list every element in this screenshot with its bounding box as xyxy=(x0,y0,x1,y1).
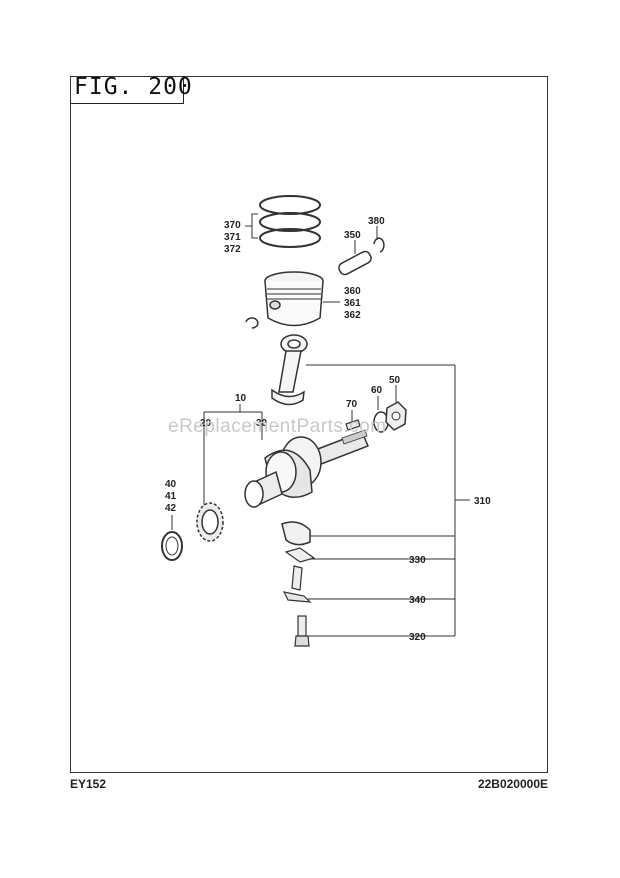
callout-340: 340 xyxy=(409,595,426,606)
ring-callout-lines xyxy=(245,213,258,239)
callout-380: 380 xyxy=(368,216,385,227)
connecting-rod-bolt xyxy=(294,615,455,647)
crank-gear xyxy=(196,502,224,542)
callout-330: 330 xyxy=(409,555,426,566)
callout-60: 60 xyxy=(371,385,383,396)
callout-50: 50 xyxy=(389,375,401,386)
piston-rings xyxy=(259,195,321,248)
callout-361: 361 xyxy=(344,298,361,309)
callout-30: 30 xyxy=(256,418,268,429)
watermark: eReplacementParts.com xyxy=(168,416,387,437)
spacer-ring xyxy=(161,515,183,561)
callout-42: 42 xyxy=(165,503,177,514)
circlip-upper xyxy=(373,226,385,253)
callout-372: 372 xyxy=(224,244,241,255)
lock-plate xyxy=(284,547,455,563)
callout-20: 20 xyxy=(200,418,212,429)
callout-70: 70 xyxy=(346,399,358,410)
woodruff-key xyxy=(345,410,361,431)
callout-360: 360 xyxy=(344,286,361,297)
callout-40: 40 xyxy=(165,479,177,490)
callout-10: 10 xyxy=(235,393,247,404)
callout-350: 350 xyxy=(344,230,361,241)
rod-cap xyxy=(281,521,455,546)
connecting-rod-bracket xyxy=(306,364,470,636)
callout-320: 320 xyxy=(409,632,426,643)
oil-dipper xyxy=(282,565,455,603)
callout-310: 310 xyxy=(474,496,491,507)
callout-370: 370 xyxy=(224,220,241,231)
piston-pin xyxy=(338,240,372,276)
crankshaft xyxy=(244,429,369,508)
crankshaft-gear-bracket xyxy=(203,404,263,505)
diagram-code: 22B020000E xyxy=(477,777,548,791)
callout-371: 371 xyxy=(224,232,241,243)
callout-41: 41 xyxy=(165,491,177,502)
figure-title-box xyxy=(70,76,184,104)
circlip-lower xyxy=(245,317,259,329)
nut xyxy=(385,385,407,431)
piston xyxy=(264,271,324,327)
connecting-rod xyxy=(271,334,308,406)
callout-362: 362 xyxy=(344,310,361,321)
model-number: EY152 xyxy=(70,777,107,791)
figure-title: FIG. 200 xyxy=(74,74,193,100)
diagram-frame xyxy=(70,76,548,773)
